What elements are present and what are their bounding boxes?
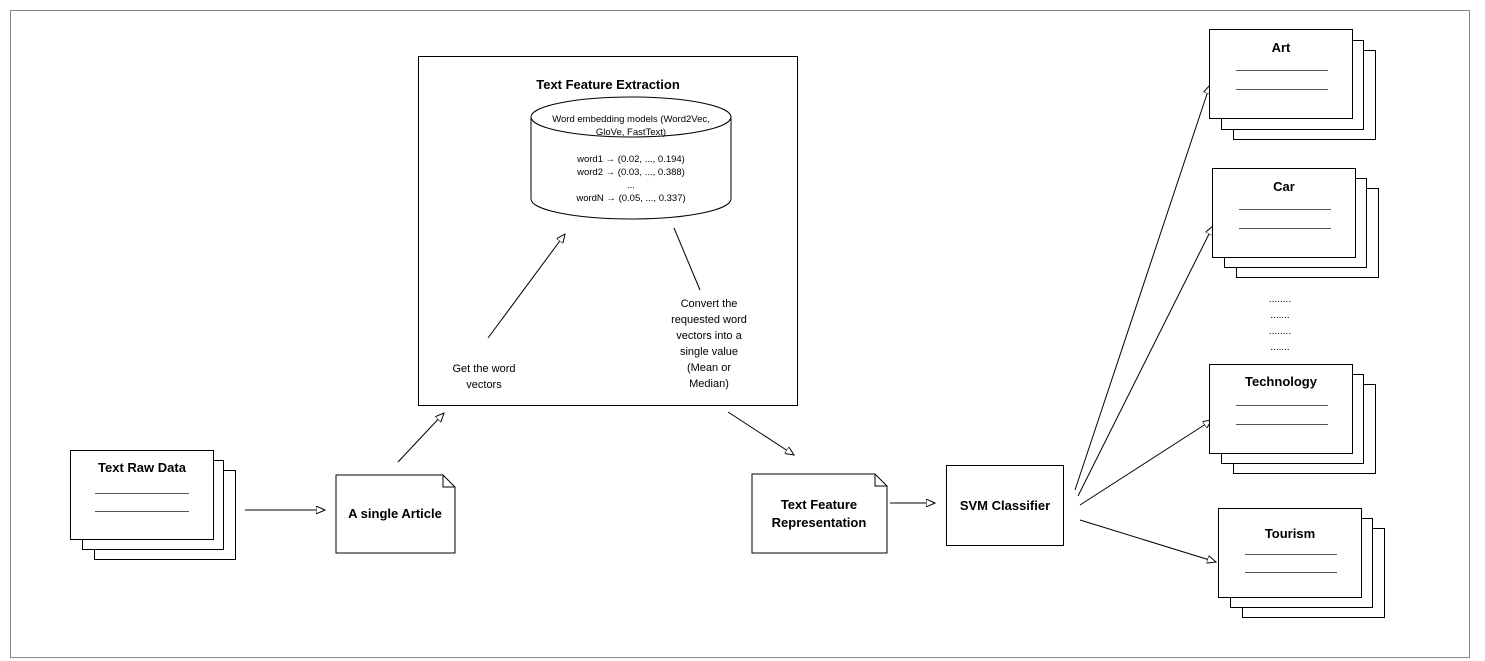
ellipsis-row: ....... xyxy=(1270,342,1290,353)
diagram-frame xyxy=(10,10,1470,658)
arrow-get-vectors-to-db xyxy=(487,234,565,339)
single-article-shape xyxy=(335,474,456,554)
arrow-classifier-to-tourism xyxy=(1079,519,1216,562)
arrow-classifier-to-art xyxy=(1074,85,1210,491)
category-card: Technology xyxy=(1209,364,1353,454)
line-db-to-convert xyxy=(673,227,701,291)
convert-line: Convert the xyxy=(680,298,738,310)
feature-representation-line-1: Text Feature xyxy=(780,497,858,512)
svm-classifier-box: SVM Classifier xyxy=(946,465,1064,546)
category-card: Art xyxy=(1209,29,1353,119)
vector-entry: word2 → (0.03, ..., 0.388) xyxy=(577,167,685,178)
raw-data-card: Text Raw Data xyxy=(70,450,214,540)
ellipsis-row: ........ xyxy=(1268,326,1292,337)
get-vectors-line: vectors xyxy=(466,379,502,391)
raw-data-line xyxy=(95,511,189,512)
arrow-extraction-to-representation xyxy=(727,411,794,455)
get-vectors-label: Get the word vectors xyxy=(432,361,536,393)
feature-representation-shape xyxy=(751,473,888,554)
db-title-line-2: GloVe, FastText) xyxy=(595,127,667,138)
single-article-label: A single Article xyxy=(348,506,442,521)
arrow-classifier-to-car xyxy=(1077,226,1213,497)
arrow-classifier-to-technology xyxy=(1079,420,1212,506)
convert-label: Convert the requested word vectors into a s… xyxy=(654,296,764,392)
svm-classifier-label: SVM Classifier xyxy=(959,498,1051,513)
feature-representation-label: Text Feature Representation xyxy=(752,496,886,532)
get-vectors-line: Get the word xyxy=(452,363,516,375)
raw-data-line xyxy=(95,493,189,494)
vector-entry: word1 → (0.02, ..., 0.194) xyxy=(577,154,685,165)
embedding-db-cylinder xyxy=(530,117,732,220)
feature-extraction-title: Text Feature Extraction xyxy=(536,77,680,92)
raw-data-title: Text Raw Data xyxy=(98,460,186,475)
category-title: Art xyxy=(1271,40,1291,55)
convert-line: Median) xyxy=(689,378,729,390)
convert-line: requested word xyxy=(671,314,747,326)
category-card: Tourism xyxy=(1218,508,1362,598)
db-title-line-1: Word embedding models (Word2Vec, xyxy=(552,114,710,125)
ellipsis-row: ....... xyxy=(1270,310,1290,321)
feature-extraction-box: Text Feature Extraction xyxy=(418,56,798,406)
vector-list: word1 → (0.02, ..., 0.194) word2 → (0.03,… xyxy=(531,153,731,205)
embedding-db-title: Word embedding models (Word2Vec, GloVe, … xyxy=(531,113,731,139)
ellipsis-row: ........ xyxy=(1268,294,1292,305)
category-card: Car xyxy=(1212,168,1356,258)
vector-entry: wordN → (0.05, ..., 0.337) xyxy=(576,193,686,204)
convert-line: (Mean or xyxy=(686,362,732,374)
category-title: Technology xyxy=(1245,374,1317,389)
category-title: Car xyxy=(1273,179,1295,194)
arrow-article-to-extraction xyxy=(397,413,444,463)
convert-line: single value xyxy=(679,346,739,358)
convert-line: vectors into a xyxy=(676,330,742,342)
category-ellipsis: .............................. xyxy=(1250,292,1310,356)
category-title: Tourism xyxy=(1264,526,1316,541)
vector-entry: ... xyxy=(627,180,635,191)
feature-representation-line-2: Representation xyxy=(771,515,867,530)
